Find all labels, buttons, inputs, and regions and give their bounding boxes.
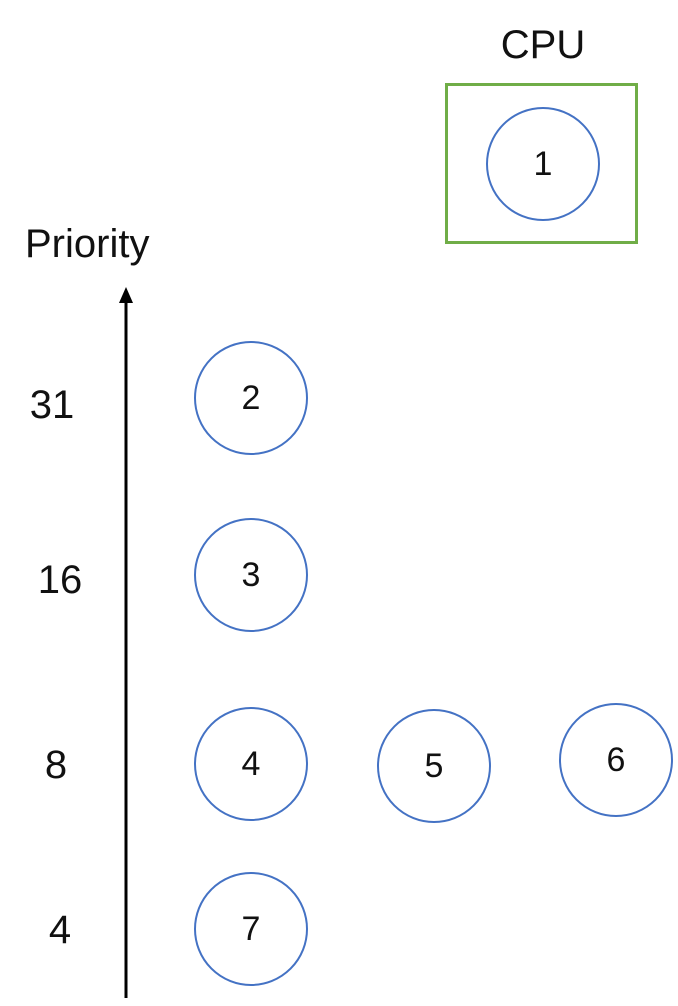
thread-1: 1	[486, 107, 600, 221]
thread-3: 3	[194, 518, 308, 632]
thread-6: 6	[559, 703, 673, 817]
thread-7: 7	[194, 872, 308, 986]
priority-level-31: 31	[29, 383, 75, 427]
priority-axis-arrowhead	[119, 287, 133, 303]
thread-2: 2	[194, 341, 308, 455]
priority-level-16: 16	[37, 558, 83, 602]
priority-level-4: 4	[48, 908, 72, 952]
cpu-label: CPU	[500, 23, 586, 67]
thread-4: 4	[194, 707, 308, 821]
thread-5: 5	[377, 709, 491, 823]
priority-axis-label: Priority	[25, 222, 150, 266]
priority-level-8: 8	[44, 743, 68, 787]
cpu-box	[445, 83, 638, 244]
